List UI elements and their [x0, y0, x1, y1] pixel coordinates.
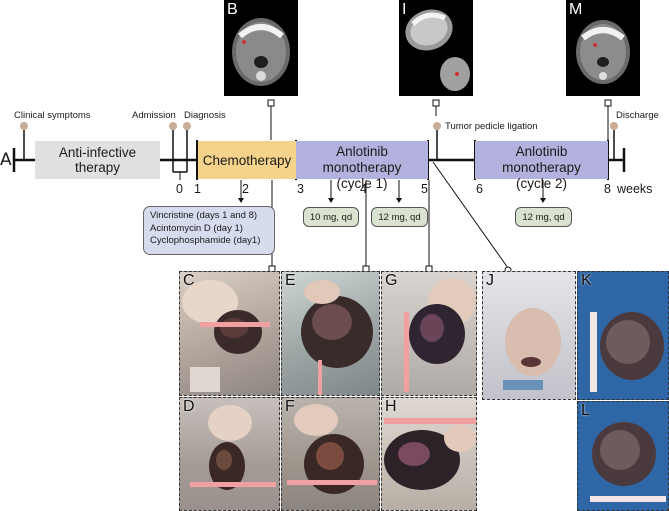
photo-h-graphic	[384, 418, 476, 490]
ct-label-m: M	[569, 1, 583, 18]
phase-chemotherapy-label: Chemotherapy	[202, 152, 292, 168]
dose-pill-12mg-cycle1-label: 12 mg, qd	[378, 211, 421, 223]
photo-label-k: K	[581, 272, 592, 289]
photo-label-l: L	[581, 402, 590, 419]
dose-pill-10mg-label: 10 mg, qd	[309, 211, 353, 223]
photo-k: K	[577, 271, 669, 400]
dose-pill-10mg: 10 mg, qd	[303, 207, 359, 227]
event-diagnosis: Diagnosis	[184, 110, 226, 121]
phase-anti-infective: Anti-infective therapy	[35, 141, 160, 179]
drug-actinomycin: Acintomycin D (day 1)	[150, 222, 243, 234]
photo-label-f: F	[285, 398, 295, 415]
panel-label-a: A	[0, 150, 12, 170]
dose-pill-12mg-cycle1: 12 mg, qd	[371, 207, 428, 227]
ct-scan-graphic	[576, 20, 630, 84]
tick-1: 1	[194, 182, 201, 196]
ct-scan-graphic	[232, 18, 290, 86]
event-discharge: Discharge	[616, 110, 659, 121]
photo-g: G	[381, 271, 477, 396]
phase-anlotinib-1-line1: Anlotinib monotherapy	[322, 144, 402, 175]
ct-label-b: B	[227, 1, 238, 18]
phase-chemotherapy: Chemotherapy	[198, 141, 296, 179]
phase-anlotinib-2-line2: (cycle 2)	[515, 176, 567, 191]
drug-cyclophosphamide: Cyclophosphamide (day1)	[150, 235, 261, 246]
photo-g-graphic	[404, 278, 476, 392]
event-clinical-symptoms: Clinical symptoms	[14, 110, 91, 121]
dose-pill-12mg-cycle2: 12 mg, qd	[515, 207, 572, 227]
tick-0: 0	[176, 182, 183, 196]
photo-l-graphic	[590, 422, 666, 502]
photo-j-graphic	[503, 308, 561, 390]
photo-e: E	[281, 271, 380, 396]
ct-image-m: M	[566, 0, 640, 96]
ct-image-b: B	[224, 0, 298, 96]
ct-label-i: I	[402, 1, 407, 18]
photo-e-graphic	[301, 280, 373, 395]
tick-5: 5	[421, 182, 428, 196]
weeks-label: weeks	[617, 182, 653, 196]
tick-8: 8	[604, 182, 611, 196]
photo-label-h: H	[385, 398, 397, 415]
photo-c: C	[179, 271, 280, 396]
photo-h: H	[381, 397, 477, 511]
event-tumor-pedicle-ligation: Tumor pedicle ligation	[445, 121, 538, 132]
photo-l: L	[577, 401, 669, 511]
dose-pill-12mg-cycle2-label: 12 mg, qd	[522, 211, 565, 223]
photo-k-graphic	[590, 312, 664, 392]
photo-f: F	[281, 397, 380, 511]
phase-anti-infective-label: Anti-infective therapy	[58, 145, 137, 175]
tick-4: 4	[360, 182, 367, 196]
phase-anlotinib-cycle-1: Anlotinib monotherapy (cycle 1)	[296, 141, 428, 191]
photo-label-j: J	[486, 272, 494, 289]
ct-scan-graphic	[405, 9, 470, 91]
photo-label-c: C	[183, 272, 195, 289]
phase-anlotinib-1-line2: (cycle 1)	[336, 176, 388, 191]
phase-anlotinib-2-line1: Anlotinib monotherapy	[502, 144, 581, 175]
photo-c-graphic	[182, 280, 270, 392]
photo-label-d: D	[183, 398, 195, 415]
tick-6: 6	[476, 182, 483, 196]
chemo-drug-box: Vincristine (days 1 and 8) Acintomycin D…	[143, 206, 275, 255]
photo-label-g: G	[385, 272, 398, 289]
tick-2: 2	[242, 182, 249, 196]
photo-f-graphic	[287, 404, 377, 494]
drug-vincristine: Vincristine (days 1 and 8)	[150, 210, 258, 221]
photo-d-graphic	[190, 405, 276, 490]
photo-j: J	[482, 271, 576, 400]
photo-label-e: E	[285, 272, 296, 289]
event-admission: Admission	[132, 110, 176, 121]
ct-image-i: I	[399, 0, 473, 96]
phase-anlotinib-cycle-2: Anlotinib monotherapy (cycle 2)	[475, 141, 608, 191]
photo-d: D	[179, 397, 280, 511]
tick-3: 3	[297, 182, 304, 196]
